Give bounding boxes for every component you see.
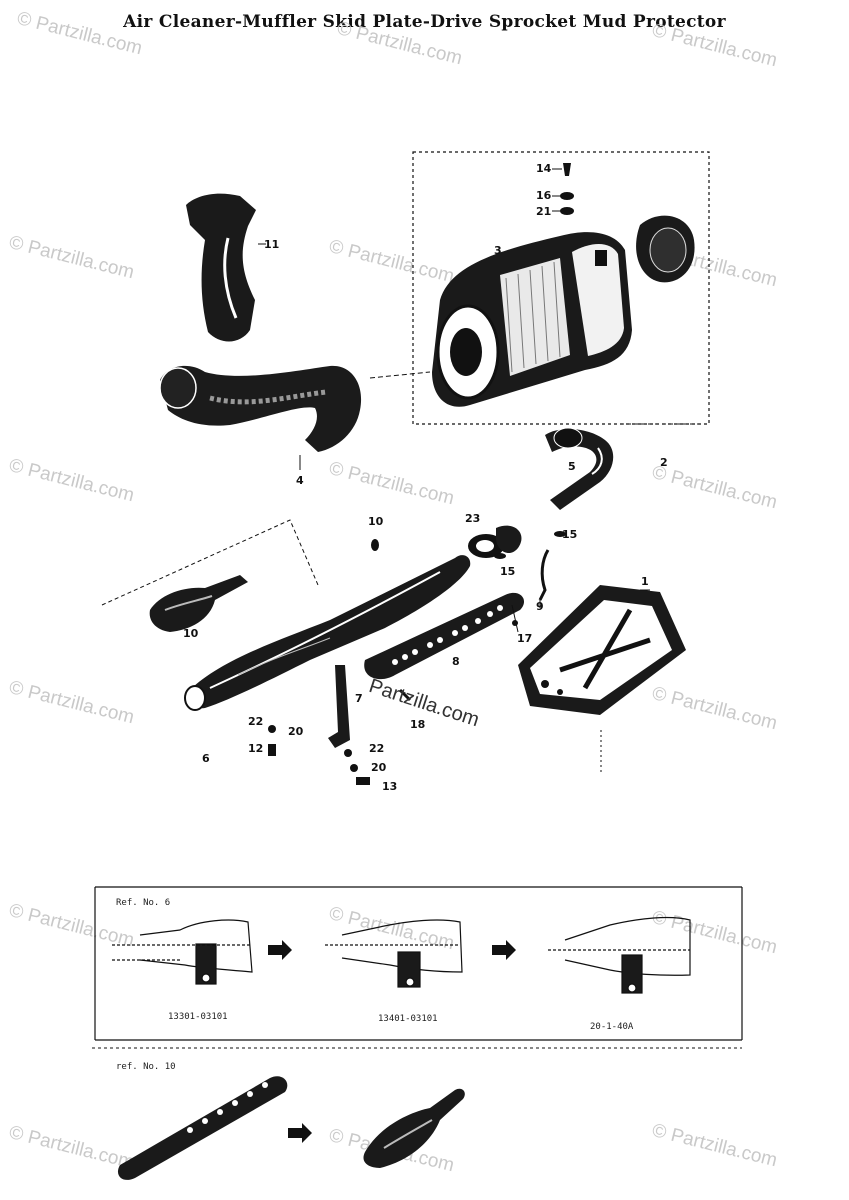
- arrow-2: [492, 940, 516, 960]
- part-5-pipe: [545, 427, 614, 510]
- label-part-3: 3: [494, 244, 502, 257]
- inset-tip-2: [325, 919, 463, 988]
- inset-tip-3: [548, 916, 691, 994]
- arrow-3: [288, 1123, 312, 1143]
- inset-part-number-3: 20-1-40A: [590, 1022, 634, 1032]
- label-part-22-left: 22: [248, 715, 264, 728]
- part-9-clamp: [538, 549, 550, 601]
- inset-tip-1: [112, 919, 253, 985]
- inset-silencer-new: [363, 1088, 465, 1168]
- inset-detail-box: [92, 886, 743, 1049]
- inset-part-number-2: 13401-03101: [378, 1014, 438, 1024]
- label-part-12: 12: [248, 742, 264, 755]
- inset-ref-label-1: Ref. No. 6: [116, 898, 171, 908]
- label-part-20-left: 20: [288, 725, 304, 738]
- label-part-16: 16: [536, 189, 552, 202]
- arrow-1: [268, 940, 292, 960]
- air-cleaner-group-box: [412, 151, 710, 425]
- inset-silencer-old: [117, 1076, 288, 1180]
- label-part-17: 17: [517, 632, 533, 645]
- label-part-1: 1: [641, 575, 649, 588]
- label-part-4: 4: [296, 474, 304, 487]
- label-part-14: 14: [536, 162, 552, 175]
- part-6-muffler: [184, 555, 471, 711]
- label-part-20-right: 20: [371, 761, 387, 774]
- label-part-11: 11: [264, 238, 280, 251]
- label-part-2: 2: [660, 456, 668, 469]
- part-10-silencer-insert: [149, 575, 248, 632]
- label-part-15-left: 15: [500, 565, 516, 578]
- label-part-21: 21: [536, 205, 552, 218]
- diagram-title: Air Cleaner-Muffler Skid Plate-Drive Spr…: [123, 12, 726, 32]
- fasteners: [268, 531, 566, 785]
- label-part-7: 7: [355, 692, 363, 705]
- part-11-boot: [186, 193, 266, 342]
- label-part-23: 23: [465, 512, 481, 525]
- label-part-13: 13: [382, 780, 398, 793]
- part-23-gasket: [468, 525, 522, 558]
- dashed-leaders: [101, 423, 700, 606]
- part-7-bracket: [328, 665, 350, 748]
- part-2-cap: [636, 215, 695, 283]
- part-4-intake-hose: [159, 365, 431, 470]
- label-part-10-upper: 10: [368, 515, 384, 528]
- label-part-5: 5: [568, 460, 576, 473]
- part-3-air-cleaner-element: [432, 232, 632, 407]
- label-part-18: 18: [410, 718, 426, 731]
- leader-lines: [511, 589, 650, 633]
- label-part-9: 9: [536, 600, 544, 613]
- hardware-14-16-21: [552, 163, 574, 215]
- label-part-6: 6: [202, 752, 210, 765]
- label-part-22-right: 22: [369, 742, 385, 755]
- label-part-15-right: 15: [562, 528, 578, 541]
- label-part-10-lower: 10: [183, 627, 199, 640]
- part-1-mud-protector: [518, 585, 686, 775]
- inset-ref-label-2: ref. No. 10: [116, 1062, 176, 1072]
- label-part-8: 8: [452, 655, 460, 668]
- part-8-heat-guard: [364, 592, 525, 680]
- inset-part-number-1: 13301-03101: [168, 1012, 228, 1022]
